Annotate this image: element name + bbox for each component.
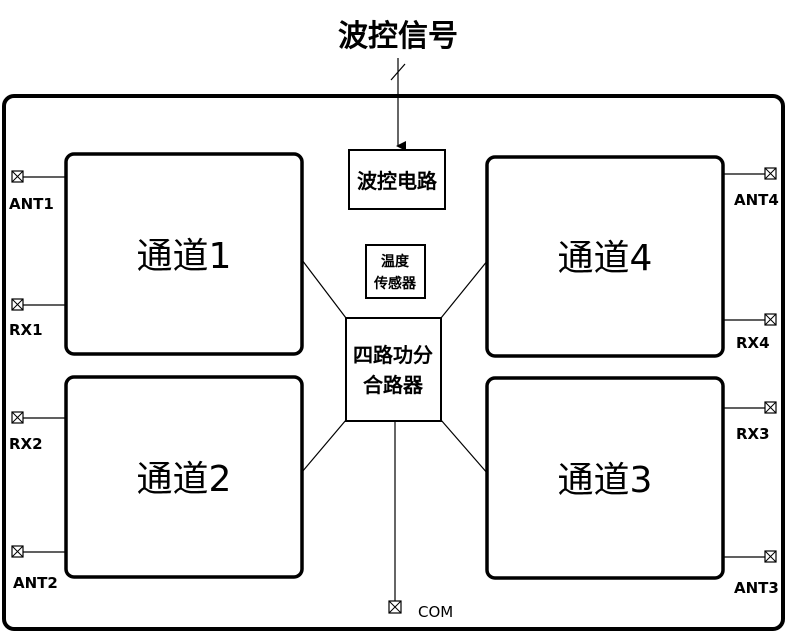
port-rx2: RX2 <box>9 411 66 453</box>
bus-slash-mark <box>390 63 406 81</box>
port-com: COM <box>388 600 453 621</box>
port-rx2-label: RX2 <box>9 435 43 453</box>
port-rx3: RX3 <box>723 401 777 443</box>
link-divider-ch4 <box>440 259 489 319</box>
channel-1-label: 通道1 <box>137 236 232 277</box>
temp-sensor-label-line1: 温度 <box>381 253 410 270</box>
port-ant2-label: ANT2 <box>13 574 58 592</box>
link-divider-ch2 <box>301 419 347 473</box>
port-ant2: ANT2 <box>11 545 66 592</box>
power-divider-label-line1: 四路功分 <box>353 343 433 367</box>
port-rx4: RX4 <box>723 313 777 352</box>
power-divider-label-line2: 合路器 <box>363 373 424 397</box>
channel-4-block: 通道4 <box>485 155 725 358</box>
port-rx1-label: RX1 <box>9 321 43 339</box>
link-divider-ch1 <box>301 259 347 319</box>
channel-3-block: 通道3 <box>485 376 725 580</box>
channel-3-label: 通道3 <box>558 460 653 501</box>
port-ant4: ANT4 <box>723 167 779 209</box>
port-ant1-label: ANT1 <box>9 195 54 213</box>
diagram-title: 波控信号 <box>338 19 458 54</box>
port-ant4-label: ANT4 <box>734 191 779 209</box>
port-rx4-label: RX4 <box>736 334 770 352</box>
temp-sensor-block: 温度 传感器 <box>365 244 426 299</box>
module-outline <box>2 94 785 631</box>
port-rx1: RX1 <box>9 298 66 339</box>
port-rx3-label: RX3 <box>736 425 770 443</box>
port-ant3: ANT3 <box>723 550 779 597</box>
port-com-label: COM <box>418 603 453 621</box>
channel-1-block: 通道1 <box>64 152 304 356</box>
port-ant3-label: ANT3 <box>734 579 779 597</box>
port-ant1: ANT1 <box>9 170 66 213</box>
beam-control-label: 波控电路 <box>357 169 438 193</box>
channel-4-label: 通道4 <box>558 238 653 279</box>
power-divider-block: 四路功分 合路器 <box>345 317 442 422</box>
channel-2-label: 通道2 <box>137 459 232 500</box>
link-divider-ch3 <box>440 419 489 475</box>
channel-2-block: 通道2 <box>64 375 304 579</box>
beam-control-block: 波控电路 <box>348 149 446 210</box>
temp-sensor-label-line2: 传感器 <box>373 275 417 292</box>
